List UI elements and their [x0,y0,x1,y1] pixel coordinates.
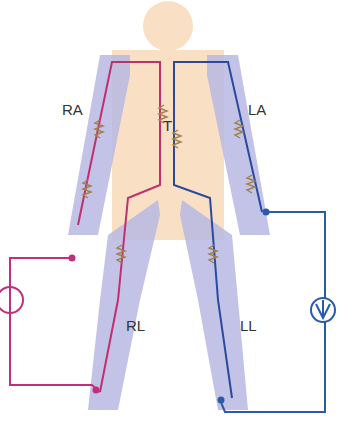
resistor-symbol [173,130,181,148]
voltmeter-wire [220,212,325,412]
current-source-symbol [9,287,11,313]
voltmeter-symbol [311,298,335,322]
resistor-symbol [235,120,243,138]
red-inner-wire [78,62,160,392]
resistor-symbol [95,120,103,138]
right-arm [68,55,130,235]
resistor-symbol [247,175,255,193]
head [143,1,193,51]
resistor-symbol [83,180,91,198]
limbs [68,55,270,410]
electrode-dot [69,255,76,262]
part-label: LL [240,318,257,333]
resistor-symbol [117,245,125,263]
part-label: RL [126,318,145,333]
electrode-dot [218,397,225,404]
part-label: T [163,118,172,133]
left-leg [180,200,248,410]
impedance-symbols [83,105,255,263]
part-label: LA [248,102,266,117]
resistor-symbol [209,245,217,263]
current-source-wire [10,258,100,392]
current-source-symbol [0,287,23,313]
voltmeter-symbol [316,300,330,318]
part-label: RA [62,102,83,117]
electrode-dot [263,209,270,216]
electrode-dot [93,387,100,394]
